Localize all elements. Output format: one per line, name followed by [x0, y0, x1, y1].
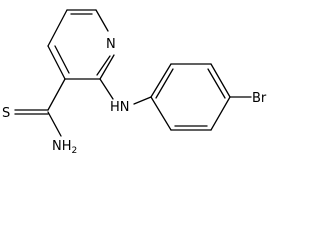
amine-linker	[99, 78, 152, 105]
bond-ring-bottom-left-inner	[54, 45, 70, 74]
amide-nitrogen-text: NH	[52, 139, 72, 153]
ring-nitrogen-label: N	[106, 37, 116, 52]
bond-ring-to-thioamide-carbon	[47, 78, 66, 111]
bond-phenyl-left-upper-inner	[155, 68, 174, 99]
phenyl-ring	[150, 63, 252, 131]
bond-carbon-nitrogen	[47, 111, 62, 137]
bond-ring-to-amine	[99, 78, 114, 100]
bond-phenyl-right-upper-inner	[207, 68, 226, 99]
thioamide-group	[14, 78, 66, 137]
bond-ring-top-left	[47, 9, 68, 47]
bond-amine-to-phenyl	[133, 96, 152, 105]
bond-ring-right-lower	[99, 54, 115, 80]
bond-phenyl-right-upper	[210, 63, 231, 98]
bond-ring-top-right	[95, 9, 109, 32]
bond-phenyl-right-lower	[210, 96, 231, 131]
amide-subscript: 2	[72, 146, 78, 153]
structure-diagram: N HN S NH2 Br	[2, 9, 267, 153]
bond-phenyl-left-lower	[150, 96, 172, 131]
pyridine-ring	[47, 9, 115, 80]
bond-ring-right-lower-inner	[96, 55, 111, 76]
bond-phenyl-left-upper	[150, 63, 172, 98]
thione-sulfur-label: S	[2, 106, 10, 121]
bromine-label: Br	[252, 91, 267, 106]
amine-label: HN	[110, 100, 130, 115]
bond-ring-bottom-left	[47, 45, 66, 80]
amide-nitrogen-label: NH2	[52, 139, 77, 153]
